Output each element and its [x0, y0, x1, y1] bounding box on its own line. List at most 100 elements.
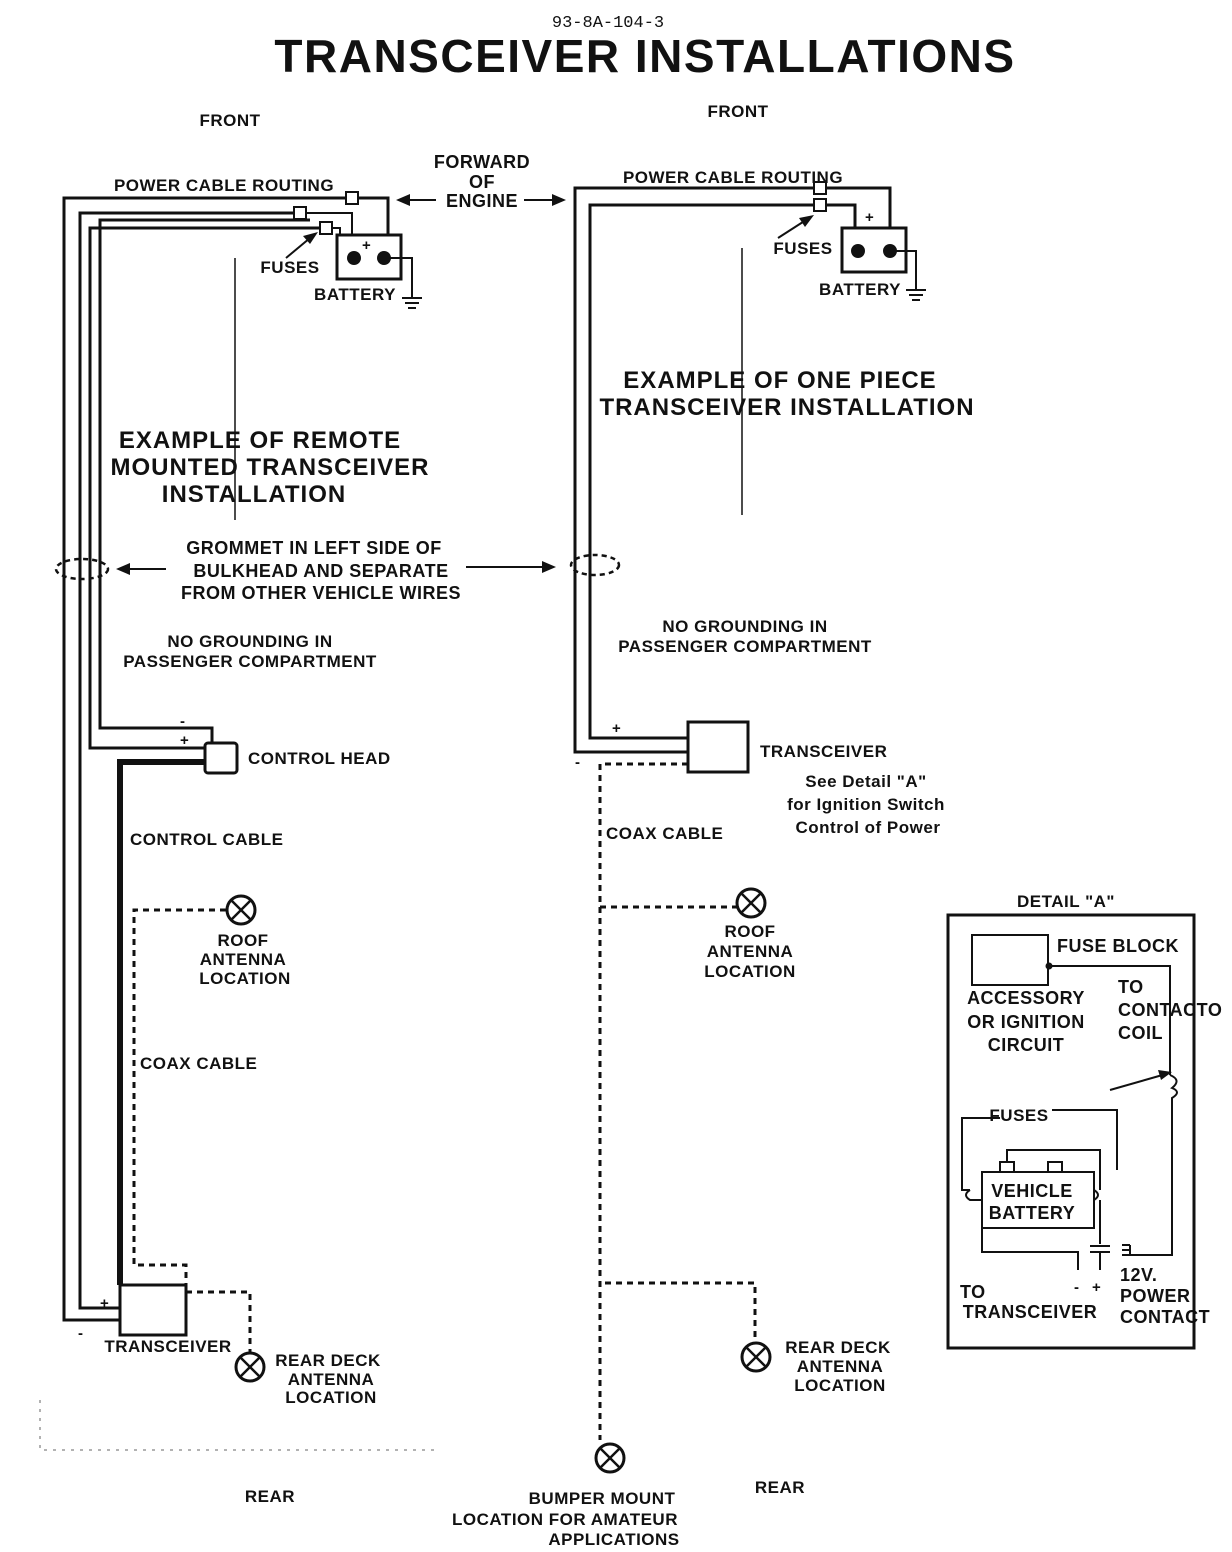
power-contact-line2: POWER: [1120, 1286, 1191, 1306]
to-contactor-line2: CONTACTO: [1118, 1000, 1222, 1020]
roof-antenna-right-line2: ANTENNA: [707, 942, 794, 961]
vehicle-battery-terminal-2: [1047, 1161, 1063, 1173]
no-grounding-left-line2: PASSENGER COMPARTMENT: [123, 652, 377, 671]
fuse-block-box: [971, 934, 1049, 986]
to-contactor-line3: COIL: [1118, 1023, 1163, 1043]
no-grounding-left-line1: NO GROUNDING IN: [167, 632, 332, 651]
grommet-arrow-left-head: [116, 563, 130, 575]
control-head-box: [203, 741, 239, 775]
forward-of-engine-line3: ENGINE: [446, 191, 518, 211]
fuse-block-label: FUSE BLOCK: [1057, 936, 1179, 956]
grommet-note-line2: BULKHEAD AND SEPARATE: [193, 561, 448, 581]
fuses-label-left: FUSES: [260, 258, 319, 277]
document-code: 93-8A-104-3: [552, 14, 664, 33]
roof-antenna-left-line2: ANTENNA: [200, 950, 287, 969]
page-title: TRANSCEIVER INSTALLATIONS: [274, 30, 1015, 82]
rear-deck-left-line3: LOCATION: [285, 1388, 377, 1407]
rear-deck-left-line2: ANTENNA: [288, 1370, 375, 1389]
transceiver-right-plus: +: [612, 720, 621, 737]
battery-right-terminal-positive: [851, 244, 865, 258]
vehicle-battery-terminal-1: [999, 1161, 1015, 1173]
battery-label-left: BATTERY: [314, 285, 396, 304]
bumper-mount-line3: APPLICATIONS: [548, 1530, 679, 1549]
power-contact-line1: 12V.: [1120, 1265, 1157, 1285]
detail-a-title: DETAIL "A": [1017, 892, 1115, 911]
fuses-arrowhead-left: [303, 232, 318, 244]
fuses-label-detail: FUSES: [989, 1106, 1048, 1125]
accessory-line1: ACCESSORY: [967, 988, 1085, 1008]
fuses-pointer-right: [777, 219, 807, 239]
ground-symbol-right: [906, 289, 926, 301]
roof-antenna-right-icon: [735, 887, 767, 919]
detail-note-line1: See Detail "A": [805, 772, 926, 791]
bumper-mount-line1: BUMPER MOUNT: [529, 1489, 676, 1508]
example-remote-line1: EXAMPLE OF REMOTE: [119, 427, 401, 454]
accessory-line2: OR IGNITION: [967, 1012, 1085, 1032]
fuse-symbol-right: [1093, 1189, 1099, 1201]
forward-arrow-left-head: [396, 194, 410, 206]
ground-symbol-left: [402, 297, 422, 309]
to-transceiver-line2: TRANSCEIVER: [963, 1302, 1098, 1322]
fuses-detail-right-line: [1052, 1109, 1118, 1170]
roof-antenna-left-icon: [225, 894, 257, 926]
power-wire-control-head-negative: [98, 218, 310, 748]
fuse-holder-2: [293, 206, 307, 220]
control-cable-label: CONTROL CABLE: [130, 830, 284, 849]
example-one-piece-line1: EXAMPLE OF ONE PIECE: [623, 367, 936, 394]
transceiver-right-label: TRANSCEIVER: [760, 742, 887, 761]
control-cable: [117, 759, 205, 1285]
control-head-plus: +: [180, 732, 189, 749]
transceiver-left-minus: -: [78, 1325, 83, 1342]
one-piece-installation-panel: FRONT POWER CABLE ROUTING + BATTERY FUSE…: [452, 102, 974, 1549]
bumper-mount-line2: LOCATION FOR AMATEUR: [452, 1510, 678, 1529]
remote-installation-panel: FRONT POWER CABLE ROUTING + BATTERY FUSE…: [39, 111, 566, 1506]
grommet-right: [569, 553, 621, 577]
to-contactor-line1: TO: [1118, 977, 1144, 997]
no-grounding-right-line2: PASSENGER COMPARTMENT: [618, 637, 872, 656]
front-label-left: FRONT: [199, 111, 260, 130]
battery-right-plus: +: [865, 209, 874, 226]
fuse-block-lead: [1049, 965, 1171, 1075]
fuse-holder-3: [319, 221, 333, 235]
fuses-arrowhead-right: [799, 215, 814, 227]
transceiver-right-minus: -: [575, 754, 580, 771]
forward-arrow-right-head: [552, 194, 566, 206]
forward-of-engine-line2: OF: [469, 172, 495, 192]
rear-deck-antenna-right-icon: [740, 1341, 772, 1373]
battery-plus-sign: +: [362, 237, 371, 254]
roof-antenna-left-line1: ROOF: [217, 931, 268, 950]
rear-deck-left-line1: REAR DECK: [275, 1351, 381, 1370]
roof-antenna-left-line3: LOCATION: [199, 969, 291, 988]
fuses-pointer-left: [285, 237, 311, 259]
coax-line-rear-deck-left: [186, 1290, 252, 1353]
vehicle-outline-left: [39, 1400, 440, 1451]
contactor-arrowhead: [1158, 1070, 1172, 1080]
coil-winding: [1122, 1244, 1130, 1256]
to-transceiver-line1: TO: [960, 1282, 986, 1302]
coax-cable-label-left: COAX CABLE: [140, 1054, 257, 1073]
power-wire-middle: [78, 211, 300, 1310]
roof-antenna-right-line3: LOCATION: [704, 962, 796, 981]
battery-right-ground-lead: [890, 250, 917, 290]
to-transceiver-negative-lead: [981, 1228, 1079, 1270]
power-wire-right-inner: [588, 203, 857, 740]
vehicle-battery-box: [981, 1171, 1095, 1229]
vehicle-battery-line1: VEHICLE: [991, 1181, 1073, 1201]
example-remote-line3: INSTALLATION: [162, 481, 346, 508]
rear-deck-right-line3: LOCATION: [794, 1376, 886, 1395]
fuse-symbol-left: [965, 1189, 982, 1201]
fuse-holder-1: [345, 191, 359, 205]
grommet-note-line1: GROMMET IN LEFT SIDE OF: [186, 538, 442, 558]
battery-terminal-positive: [347, 251, 361, 265]
power-cable-routing-left: POWER CABLE ROUTING: [114, 176, 334, 195]
vehicle-battery-positive-lead: [1006, 1149, 1101, 1190]
fuse-holder-right-1: [813, 181, 827, 195]
detail-note-line2: for Ignition Switch: [787, 795, 945, 814]
rear-label-left: REAR: [245, 1487, 295, 1506]
fuses-label-right: FUSES: [773, 239, 832, 258]
control-head-minus: -: [180, 713, 185, 730]
rear-deck-antenna-left-icon: [234, 1351, 266, 1383]
detail-minus-sign: -: [1074, 1279, 1079, 1296]
vehicle-battery-line2: BATTERY: [989, 1203, 1076, 1223]
